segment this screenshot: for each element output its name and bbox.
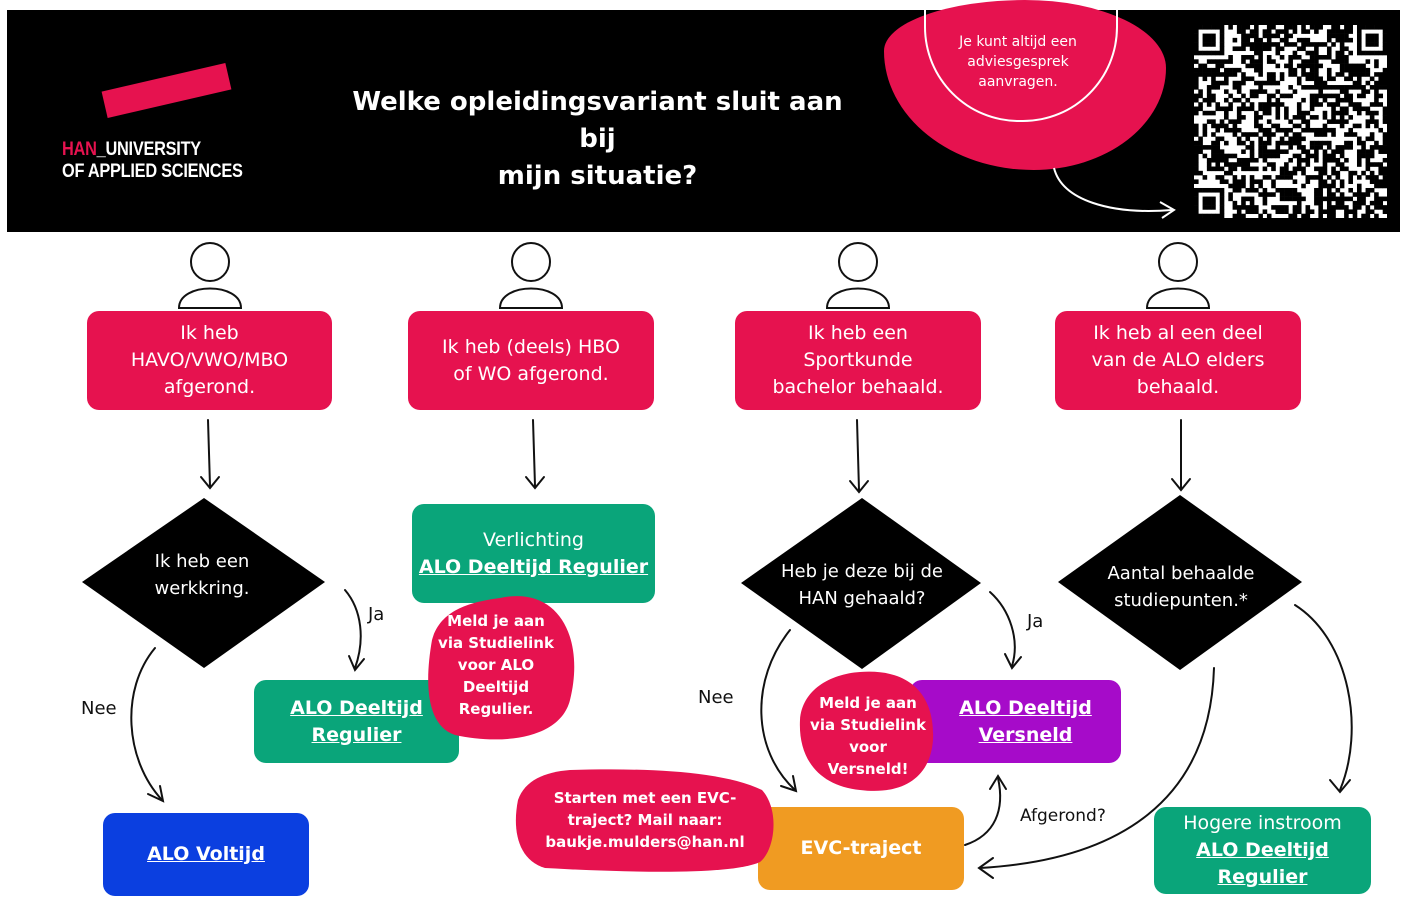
note-studielink-regulier: Meld je aan via Studielink voor ALO Deel… <box>438 612 554 718</box>
outcome-deeltijd-regulier[interactable]: ALO Deeltijd Regulier <box>254 680 459 763</box>
page-title: Welke opleidingsvariant sluit aan bij mi… <box>352 87 843 191</box>
advice-text: Je kunt altijd een adviesgesprek aanvrag… <box>959 34 1077 90</box>
studielink-regulier-blob <box>428 596 575 740</box>
decision-werkkring-shape <box>82 498 325 668</box>
person-icon <box>177 242 243 309</box>
qr-code[interactable] <box>1194 25 1387 218</box>
outcome-voltijd[interactable]: ALO Voltijd <box>103 813 309 896</box>
person-icon <box>1145 242 1211 309</box>
hogere-instroom-title: Hogere instroom <box>1183 812 1342 834</box>
versneld-link[interactable]: ALO Deeltijd <box>959 696 1092 719</box>
note-evc-mail: Starten met een EVC- traject? Mail naar:… <box>545 789 745 851</box>
edge-label-afgerond: Afgerond? <box>1020 806 1106 826</box>
deeltijd-regulier-link[interactable]: Regulier <box>311 723 402 746</box>
person-icon <box>825 242 891 309</box>
situation-hbo-wo: Ik heb (deels) HBO of WO afgerond. <box>408 311 654 410</box>
han-logo: HAN_UNIVERSITY OF APPLIED SCIENCES <box>62 139 243 182</box>
voltijd-link[interactable]: ALO Voltijd <box>147 843 265 865</box>
qr-code-image <box>1194 25 1387 218</box>
situation-havo-vwo-mbo: Ik heb HAVO/VWO/MBO afgerond. <box>87 311 332 410</box>
edge-label-nee: Nee <box>698 687 734 708</box>
edge-label-ja: Ja <box>368 604 385 625</box>
outcome-verlichting: Verlichting ALO Deeltijd Regulier <box>412 504 655 603</box>
verlichting-title: Verlichting <box>483 528 584 551</box>
hogere-instroom-link[interactable]: ALO Deeltijd Regulier <box>1196 839 1329 888</box>
studielink-versneld-blob <box>799 671 934 791</box>
decision-han-shape <box>741 498 981 669</box>
edge-label-nee: Nee <box>81 698 117 719</box>
situation-alo-elders: Ik heb al een deel van de ALO elders beh… <box>1055 311 1301 410</box>
decision-werkkring: Ik heb een werkkring. <box>154 551 250 599</box>
verlichting-link[interactable]: ALO Deeltijd Regulier <box>418 555 649 578</box>
deeltijd-regulier-link[interactable]: ALO Deeltijd <box>290 696 423 719</box>
versneld-link[interactable]: Versneld <box>978 723 1073 746</box>
situation-sportkunde: Ik heb een Sportkunde bachelor behaald. <box>735 311 981 410</box>
header-banner <box>7 10 1400 232</box>
decision-han: Heb je deze bij de HAN gehaald? <box>781 561 943 609</box>
decision-studiepunten: Aantal behaalde studiepunten.* <box>1107 563 1255 611</box>
outcome-versneld[interactable]: ALO Deeltijd Versneld <box>910 680 1121 763</box>
note-studielink-versneld: Meld je aan via Studielink voor Versneld… <box>810 694 926 778</box>
evc-mail-blob <box>515 769 774 872</box>
outcome-hogere-instroom: Hogere instroom ALO Deeltijd Regulier <box>1154 807 1371 894</box>
person-icon <box>498 242 564 309</box>
decision-studiepunten-shape <box>1058 495 1302 670</box>
edge-label-ja: Ja <box>1027 611 1044 632</box>
outcome-evc-traject: EVC-traject <box>758 807 964 890</box>
